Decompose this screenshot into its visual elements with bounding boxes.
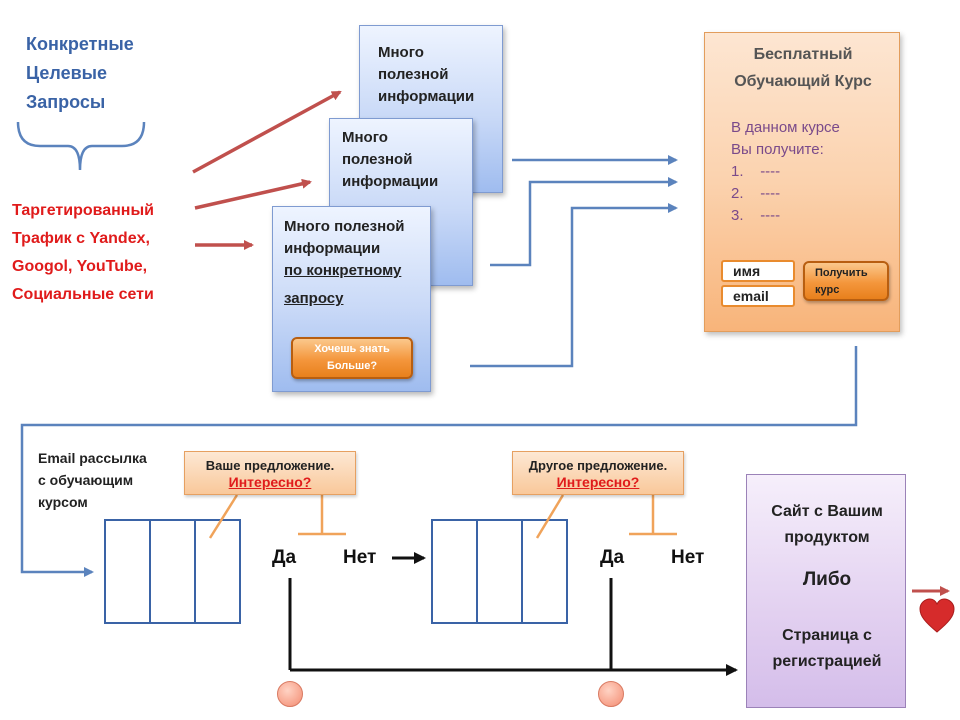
target-queries-line: Конкретные (26, 34, 134, 54)
page-line: полезной (378, 66, 449, 83)
yes-label-2: Да (600, 547, 625, 568)
callout-pointer-2 (535, 494, 565, 539)
page-line: полезной (342, 151, 413, 168)
brace (16, 121, 146, 171)
traffic-sources: Таргетированный Трафик с Yandex, Googol,… (12, 197, 154, 309)
traffic-line: Социальные сети (12, 286, 154, 303)
callout-pointer-1 (208, 494, 239, 539)
info-page-front: Много полезной информации по конкретному… (272, 206, 431, 392)
product-site-panel: Сайт с Вашим продуктом Либо Страница с р… (746, 474, 906, 708)
offer-text: Другое предложение. (528, 458, 668, 473)
no-label-2: Нет (671, 547, 705, 568)
name-field[interactable]: имя (721, 260, 795, 282)
course-item-text: ---- (760, 163, 781, 180)
yes-label-1: Да (272, 547, 297, 568)
course-intro: В данном курсе (731, 119, 840, 136)
site-line: продуктом (784, 529, 870, 546)
learn-more-label: Хочешь знать (314, 343, 390, 355)
info-page-back: Много полезной информации (359, 25, 503, 193)
target-queries-line: Целевые (26, 63, 108, 83)
no-label-1: Нет (343, 547, 377, 568)
traffic-line: Трафик с Yandex, (12, 230, 150, 247)
course-item-text: ---- (760, 185, 781, 202)
page-line: запросу (284, 290, 344, 307)
target-queries-line: Запросы (26, 92, 106, 112)
course-to-email (20, 346, 858, 577)
learn-more-button[interactable]: Хочешь знать Больше? (291, 337, 413, 379)
page-line: информации (378, 88, 475, 105)
offer-text: Ваше предложение. (205, 458, 335, 473)
page-to-course-2 (490, 177, 678, 267)
page-line: Много полезной (284, 218, 405, 235)
name-placeholder: имя (733, 263, 761, 279)
email-line: с обучающим (38, 472, 134, 488)
offer-question: Интересно? (556, 474, 640, 490)
email-line: курсом (38, 494, 88, 510)
learn-more-label: Больше? (326, 360, 378, 372)
offer-question: Интересно? (228, 474, 312, 490)
get-course-label: курс (815, 284, 840, 296)
email-line: Email рассылка (38, 450, 147, 466)
course-item: 3. ---- (731, 205, 840, 227)
site-line: Страница с (782, 627, 872, 644)
email-block-1 (104, 519, 241, 624)
page-line: по конкретному (284, 262, 402, 279)
email-block-2 (431, 519, 568, 624)
course-title: Обучающий Курс (734, 73, 872, 90)
course-item: 1. ---- (731, 161, 840, 183)
get-course-button[interactable]: Получить курс (803, 261, 889, 301)
page-line: информации (284, 240, 381, 257)
course-title: Бесплатный (753, 46, 853, 63)
page-line: Много (342, 129, 388, 146)
course-item-num: 2. (731, 185, 744, 202)
traffic-line: Googol, YouTube, (12, 258, 148, 275)
course-item-num: 1. (731, 163, 744, 180)
heart-icon (919, 598, 955, 633)
page-line: Много (378, 44, 424, 61)
target-queries: Конкретные Целевые Запросы (26, 30, 134, 117)
smiley-icon (598, 681, 624, 707)
site-line: регистрацией (772, 653, 882, 670)
email-field[interactable]: email (721, 285, 795, 307)
site-or: Либо (802, 569, 852, 590)
site-line: Сайт с Вашим (771, 503, 883, 520)
course-item-text: ---- (760, 207, 781, 224)
course-intro: Вы получите: (731, 141, 824, 158)
page-line: информации (342, 173, 439, 190)
smiley-icon (277, 681, 303, 707)
traffic-arrow-2 (194, 178, 312, 210)
offer-callout-2: Другое предложение. Интересно? (512, 451, 684, 495)
course-item-num: 3. (731, 207, 744, 224)
email-placeholder: email (733, 288, 769, 304)
page-to-course-3 (470, 203, 678, 368)
offer-callout-1: Ваше предложение. Интересно? (184, 451, 356, 495)
traffic-line: Таргетированный (12, 202, 154, 219)
email-newsletter-label: Email рассылка с обучающим курсом (38, 447, 147, 513)
free-course-panel: Бесплатный Обучающий Курс В данном курсе… (704, 32, 900, 332)
traffic-arrow-1 (192, 90, 342, 174)
get-course-label: Получить (815, 267, 868, 279)
course-item: 2. ---- (731, 183, 840, 205)
